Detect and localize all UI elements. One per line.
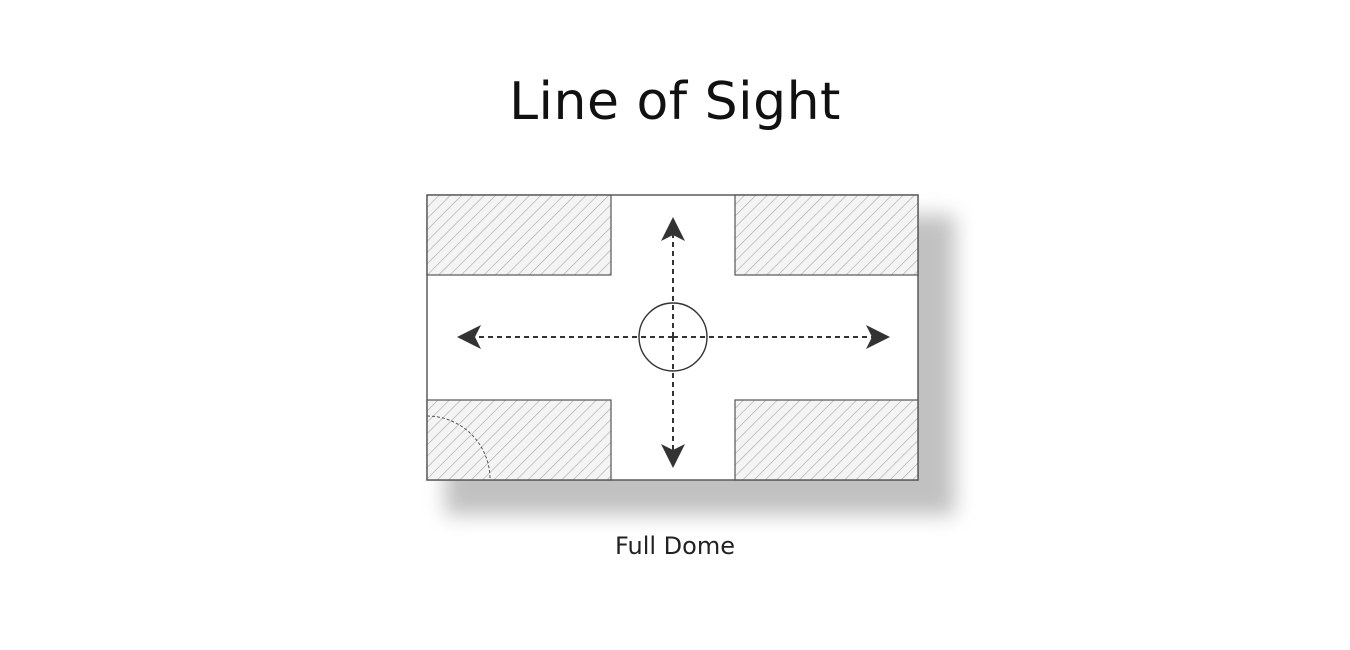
hatched-block-bottom-right <box>734 399 919 481</box>
diagram-svg <box>426 194 955 515</box>
slide-title: Line of Sight <box>509 72 841 132</box>
hatched-block-bottom-left <box>426 399 612 481</box>
camera-circle-icon <box>638 302 708 372</box>
door-swing-arc-icon <box>426 415 491 480</box>
diagram-caption: Full Dome <box>615 532 735 560</box>
floor-plan-outline <box>426 194 919 481</box>
hatched-block-top-right <box>734 194 919 276</box>
line-of-sight-diagram <box>415 185 975 535</box>
hatched-block-top-left <box>426 194 612 276</box>
